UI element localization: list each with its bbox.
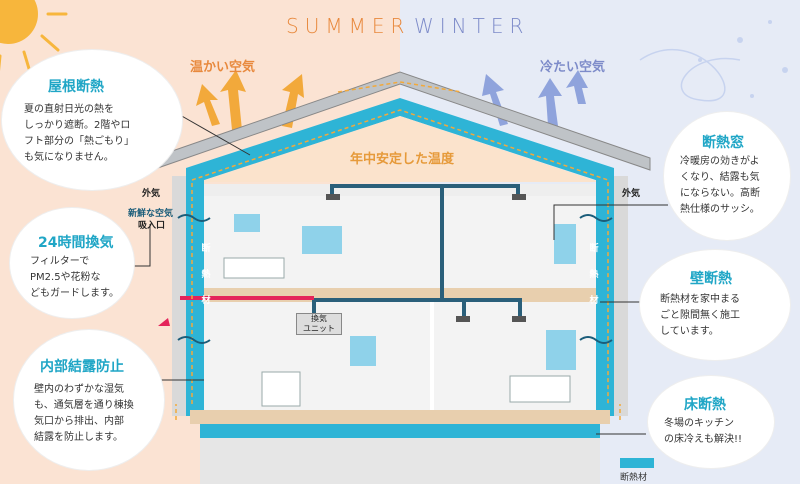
window-icon [546, 330, 576, 370]
bubble-roof-insulation: 屋根断熱 夏の直射日光の熱を しっかり遮断。2階やロ フト部分の「熱ごもり」 も… [2, 50, 182, 190]
bubble-title: 24時間換気 [38, 235, 114, 251]
ventilation-ducts [180, 184, 522, 318]
outside-air-right-label: 外気 [622, 189, 641, 199]
kitchen-counter-icon [261, 371, 301, 407]
sun-icon [0, 0, 68, 74]
bubble-title: 断熱窓 [702, 135, 744, 151]
warm-air-label: 温かい空気 [190, 60, 256, 75]
bubble-body: 冬場のキッチン の床冷えも解決!! [664, 418, 743, 445]
bubble-window: 断熱窓 冷暖房の効きがよ くなり、結露も気 にならない。高断 熱仕様のサッシ。 [664, 112, 790, 240]
rooms [204, 196, 596, 410]
outside-air-left-label: 外気 [142, 189, 161, 199]
callout-lines [132, 114, 668, 435]
outside-air-arrows [177, 214, 613, 344]
legend-swatch [620, 458, 654, 468]
window-icon [350, 336, 376, 366]
bubble-body: 壁内のわずかな湿気 も、通気層を通り棟換 気口から排出、内部 結露を防止します。 [34, 384, 134, 443]
window-icon [302, 226, 342, 254]
bed-icon [223, 257, 285, 279]
window-icon [554, 224, 576, 264]
bubble-body: 断熱材を家中まる ごと隙間無く施工 しています。 [660, 294, 740, 337]
bubble-ventilation: 24時間換気 フィルターで PM2.5や花粉な どもガードします。 [10, 208, 134, 318]
bubble-title: 床断熱 [684, 397, 726, 413]
bubble-body: 冷暖房の効きがよ くなり、結露も気 にならない。高断 熱仕様のサッシ。 [680, 156, 760, 215]
airflow-paths [175, 81, 621, 420]
stable-temperature-label: 年中安定した温度 [350, 152, 455, 167]
bubble-title: 内部結露防止 [40, 359, 124, 375]
legend-label: 断熱材 [620, 473, 648, 483]
vent-diffusers [326, 194, 526, 322]
summer-heading: SUMMER [286, 14, 411, 38]
bubble-body: フィルターで PM2.5や花粉な どもガードします。 [30, 256, 119, 299]
bubble-body: 夏の直射日光の熱を しっかり遮断。2階やロ フト部分の「熱ごもり」 も気になりま… [24, 104, 134, 163]
wind-swirl [639, 48, 741, 102]
bubble-title: 屋根断熱 [48, 79, 104, 95]
intake-label-1: 新鮮な空気 [128, 209, 174, 219]
insulation-vertical-left: 断 熱 材 [201, 244, 211, 306]
insulation-vertical-right: 断 熱 材 [589, 244, 599, 306]
bubble-wall: 壁断熱 断熱材を家中まる ごと隙間無く施工 しています。 [640, 250, 790, 360]
bathtub-icon [509, 375, 571, 403]
cold-air-label: 冷たい空気 [540, 60, 606, 75]
bubble-floor: 床断熱 冬場のキッチン の床冷えも解決!! [648, 376, 774, 468]
bubble-condensation: 内部結露防止 壁内のわずかな湿気 も、通気層を通り棟換 気口から排出、内部 結露… [14, 330, 164, 470]
legend: 断熱材 [620, 458, 654, 483]
bubble-title: 壁断熱 [690, 271, 732, 287]
intake-label-2: 吸入口 [138, 221, 166, 231]
winter-heading: WINTER [414, 14, 530, 38]
snow-icon [698, 20, 788, 98]
exhaust-arrow [158, 318, 170, 326]
ventilation-unit-label: 換気 ユニット [296, 313, 342, 335]
